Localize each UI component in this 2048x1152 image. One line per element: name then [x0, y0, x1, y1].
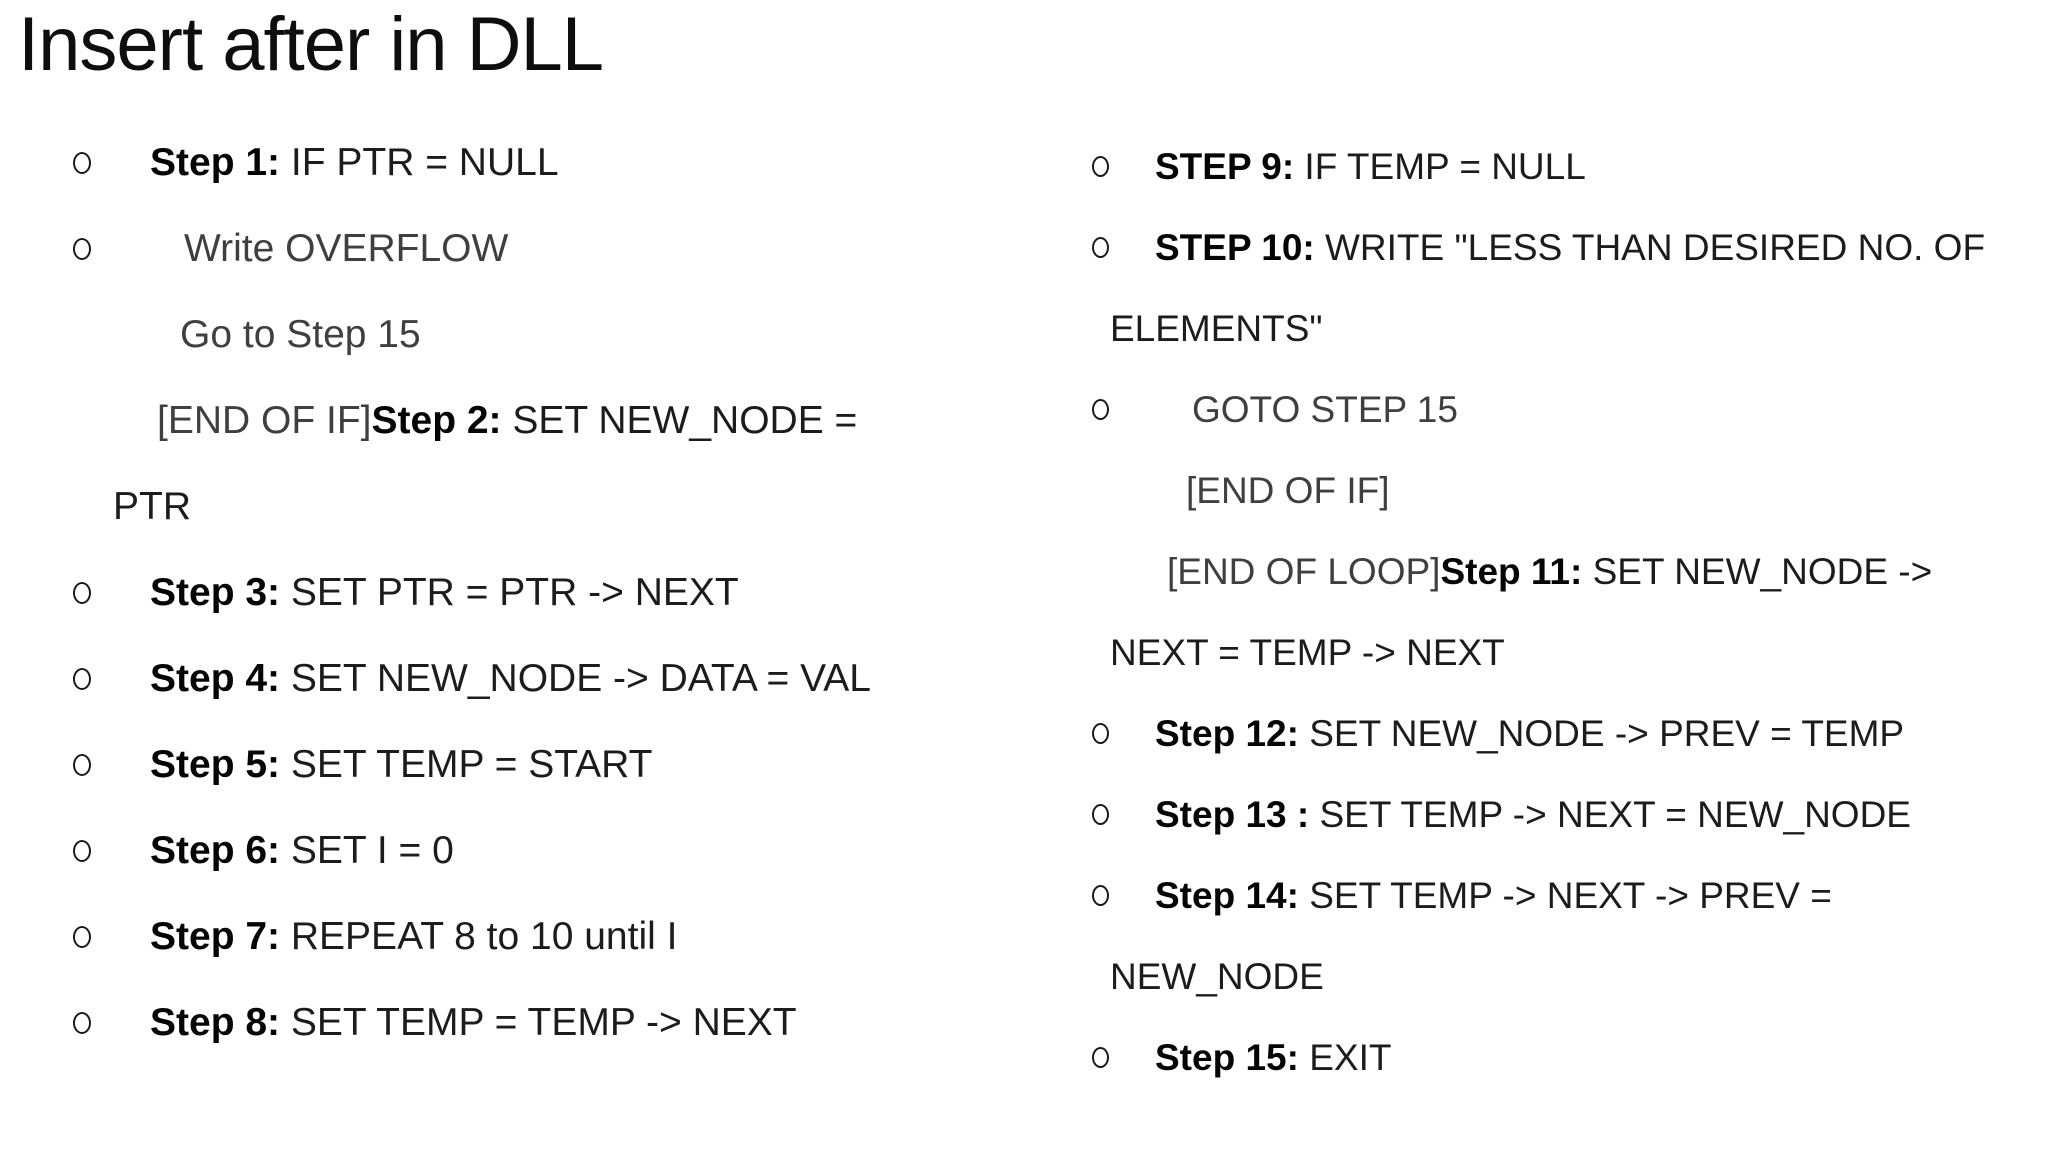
algorithm-step-line: Go to Step 15	[180, 292, 421, 378]
step-text: SET NEW_NODE -> DATA = VAL	[280, 657, 871, 700]
algorithm-step-line: Step 8: SET TEMP = TEMP -> NEXT	[150, 980, 797, 1066]
step-text: Go to Step 15	[180, 313, 421, 356]
step-text: Write OVERFLOW	[184, 227, 509, 270]
step-text: SET TEMP = TEMP -> NEXT	[280, 1001, 797, 1044]
slide-title: Insert after in DLL	[18, 2, 604, 87]
algorithm-step-line: NEW_NODE	[1110, 936, 1324, 1017]
algorithm-step-line: Step 4: SET NEW_NODE -> DATA = VAL	[150, 636, 871, 722]
algorithm-step-line: [END OF IF]	[1186, 450, 1390, 531]
step-text: [END OF IF]	[1186, 469, 1390, 511]
step-text: SET PTR = PTR -> NEXT	[280, 571, 739, 614]
algorithm-step-line: NEXT = TEMP -> NEXT	[1110, 612, 1505, 693]
circle-bullet-icon	[73, 152, 91, 174]
algorithm-step-line: GOTO STEP 15	[1192, 369, 1458, 450]
algorithm-step-line: ELEMENTS"	[1110, 288, 1323, 369]
algorithm-step-line: Step 6: SET I = 0	[150, 808, 454, 894]
step-text: SET TEMP -> NEXT -> PREV =	[1298, 874, 1832, 916]
circle-bullet-icon	[73, 840, 91, 862]
algorithm-step-line: STEP 9: IF TEMP = NULL	[1155, 126, 1586, 207]
algorithm-step-line: Step 5: SET TEMP = START	[150, 722, 652, 808]
step-label: STEP 10:	[1155, 226, 1315, 268]
step-label: Step 6:	[150, 829, 281, 872]
step-label: Step 13 :	[1155, 793, 1310, 835]
step-label: Step 4:	[150, 657, 281, 700]
circle-bullet-icon	[1091, 723, 1109, 744]
algorithm-step-line: STEP 10: WRITE "LESS THAN DESIRED NO. OF	[1155, 207, 1985, 288]
step-label: Step 1:	[150, 141, 281, 184]
algorithm-step-line: [END OF LOOP]Step 11: SET NEW_NODE ->	[1167, 531, 1932, 612]
step-text: SET NEW_NODE ->	[1582, 550, 1933, 592]
step-label: Step 12:	[1155, 712, 1299, 754]
circle-bullet-icon	[73, 582, 91, 604]
algorithm-step-line: [END OF IF]Step 2: SET NEW_NODE =	[157, 378, 857, 464]
step-label: STEP 9:	[1155, 145, 1295, 187]
step-label: Step 3:	[150, 571, 281, 614]
step-text: [END OF LOOP]	[1167, 550, 1441, 592]
step-text: SET NEW_NODE -> PREV = TEMP	[1298, 712, 1905, 754]
step-text: EXIT	[1298, 1036, 1392, 1078]
circle-bullet-icon	[73, 926, 91, 948]
circle-bullet-icon	[73, 238, 91, 260]
step-text: SET NEW_NODE =	[501, 399, 858, 442]
step-text: ELEMENTS"	[1110, 307, 1323, 349]
algorithm-step-line: Step 1: IF PTR = NULL	[150, 120, 559, 206]
step-text: SET I = 0	[280, 829, 454, 872]
step-label: Step 7:	[150, 915, 281, 958]
algorithm-step-line: Step 15: EXIT	[1155, 1017, 1391, 1098]
algorithm-step-line: Step 3: SET PTR = PTR -> NEXT	[150, 550, 739, 636]
step-label: Step 11:	[1440, 550, 1583, 592]
algorithm-step-line: Step 12: SET NEW_NODE -> PREV = TEMP	[1155, 693, 1904, 774]
step-label: Step 2:	[371, 399, 502, 442]
step-text: REPEAT 8 to 10 until I	[280, 915, 678, 958]
circle-bullet-icon	[1091, 804, 1109, 825]
step-label: Step 5:	[150, 743, 281, 786]
circle-bullet-icon	[1091, 156, 1109, 177]
algorithm-step-line: Step 7: REPEAT 8 to 10 until I	[150, 894, 677, 980]
step-text: GOTO STEP 15	[1192, 388, 1458, 430]
algorithm-step-line: Write OVERFLOW	[184, 206, 508, 292]
step-text: NEW_NODE	[1110, 955, 1324, 997]
circle-bullet-icon	[1091, 399, 1109, 420]
step-text: IF TEMP = NULL	[1294, 145, 1586, 187]
step-text: [END OF IF]	[157, 399, 372, 442]
algorithm-step-line: PTR	[113, 464, 191, 550]
circle-bullet-icon	[1091, 1047, 1109, 1068]
step-text: IF PTR = NULL	[280, 141, 559, 184]
circle-bullet-icon	[1091, 885, 1109, 906]
step-text: SET TEMP -> NEXT = NEW_NODE	[1309, 793, 1911, 835]
step-label: Step 14:	[1155, 874, 1299, 916]
circle-bullet-icon	[73, 668, 91, 690]
step-label: Step 15:	[1155, 1036, 1299, 1078]
algorithm-step-line: Step 13 : SET TEMP -> NEXT = NEW_NODE	[1155, 774, 1911, 855]
step-label: Step 8:	[150, 1001, 281, 1044]
circle-bullet-icon	[1091, 237, 1109, 258]
step-text: SET TEMP = START	[280, 743, 653, 786]
step-text: WRITE "LESS THAN DESIRED NO. OF	[1314, 226, 1986, 268]
step-text: NEXT = TEMP -> NEXT	[1110, 631, 1505, 673]
circle-bullet-icon	[73, 1012, 91, 1034]
step-text: PTR	[113, 485, 191, 528]
algorithm-step-line: Step 14: SET TEMP -> NEXT -> PREV =	[1155, 855, 1832, 936]
circle-bullet-icon	[73, 754, 91, 776]
